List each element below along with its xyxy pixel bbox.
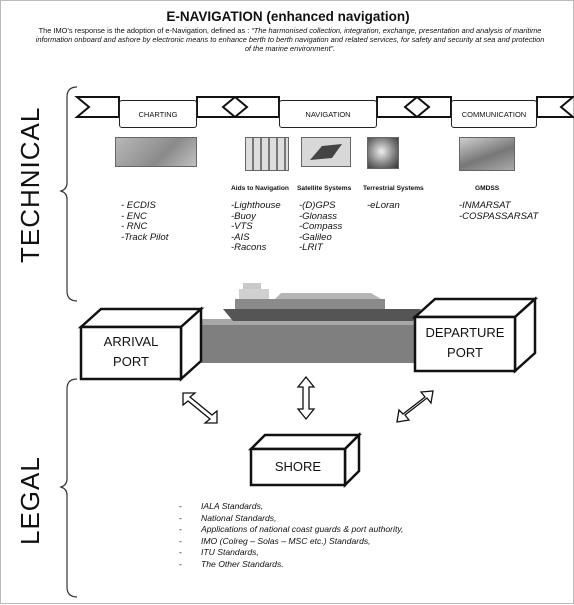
gmdss-list: -INMARSAT -COSPASSARSAT xyxy=(459,200,539,222)
navigation-ribbon xyxy=(232,96,420,118)
list-item: - RNC xyxy=(121,221,148,232)
list-item: -INMARSAT xyxy=(459,200,511,211)
legal-bracket xyxy=(59,378,78,598)
intro-text: The IMO’s response is the adoption of e-… xyxy=(35,26,545,53)
intro-quote: “The harmonised collection, integration,… xyxy=(35,26,545,53)
charting-list: - ECDIS - ENC - RNC -Track Pilot xyxy=(121,200,169,243)
diagram-title: E-NAVIGATION (enhanced navigation) xyxy=(166,9,410,24)
arrival-label-line2: PORT xyxy=(113,354,149,369)
column-heading-aids: Aids to Navigation xyxy=(231,185,289,192)
technical-label: TECHNICAL xyxy=(15,106,45,263)
list-item: - ECDIS xyxy=(121,200,156,211)
list-item: -Lighthouse xyxy=(231,200,281,211)
list-item: -COSPASSARSAT xyxy=(459,210,539,222)
gmdss-ship-image xyxy=(459,137,515,171)
navigation-banner: NAVIGATION xyxy=(279,100,377,128)
departure-box-shape xyxy=(411,296,539,374)
shore-label: SHORE xyxy=(274,459,322,474)
list-item: -VTS xyxy=(231,221,253,232)
terrestrial-list: -eLoran xyxy=(367,200,400,212)
ship-shore-arrow xyxy=(296,375,316,421)
standards-list: -IALA Standards, -National Standards, -A… xyxy=(179,501,403,570)
departure-port-label: DEPARTURE PORT xyxy=(415,323,515,363)
list-item: -Galileo xyxy=(299,231,332,243)
shore-box-shape xyxy=(247,431,363,489)
departure-label-line2: PORT xyxy=(447,345,483,360)
arrival-shore-arrow xyxy=(182,392,218,424)
list-item: -IALA Standards, xyxy=(179,501,264,511)
charting-ribbon xyxy=(74,96,238,118)
list-item: - ENC xyxy=(121,210,147,222)
list-item: -Compass xyxy=(299,221,343,232)
arrival-label-line1: ARRIVAL xyxy=(103,334,159,349)
list-item: -(D)GPS xyxy=(299,200,336,211)
sea-strip xyxy=(197,319,437,363)
charting-banner: CHARTING xyxy=(119,100,197,128)
list-item: -LRIT xyxy=(299,242,323,253)
list-item: -IMO (Colreg – Solas – MSC etc.) Standar… xyxy=(179,535,371,546)
legal-label: LEGAL xyxy=(15,456,45,545)
arrival-port-label: ARRIVAL PORT xyxy=(81,332,181,372)
arrival-box-shape xyxy=(77,306,205,382)
aids-list: -Lighthouse -Buoy -VTS -AIS -Racons xyxy=(231,200,281,254)
list-item: -The Other Standards. xyxy=(179,558,284,569)
list-item: -Track Pilot xyxy=(121,231,169,243)
list-item: -National Standards, xyxy=(179,512,277,523)
radar-dome-image xyxy=(367,137,399,169)
intro-lead: The IMO’s response is the adoption of e-… xyxy=(38,26,252,35)
communication-banner: COMMUNICATION xyxy=(451,100,537,128)
list-item: -eLoran xyxy=(367,200,400,211)
column-heading-terrestrial: Terrestrial Systems xyxy=(363,185,424,192)
column-heading-gmdss: GMDSS xyxy=(475,185,500,192)
column-heading-satellite: Satellite Systems xyxy=(297,185,352,192)
communication-ribbon xyxy=(414,96,574,118)
ship-image xyxy=(223,283,421,321)
departure-label-line1: DEPARTURE xyxy=(425,325,505,340)
list-item: -ITU Standards, xyxy=(179,547,259,557)
list-item: -AIS xyxy=(231,231,250,243)
aids-to-navigation-image xyxy=(245,137,289,171)
list-item: -Buoy xyxy=(231,210,256,222)
satellite-icon xyxy=(310,144,342,160)
nautical-chart-image xyxy=(115,137,197,167)
satellite-list: -(D)GPS -Glonass -Compass -Galileo -LRIT xyxy=(299,200,343,254)
technical-bracket xyxy=(59,86,78,302)
list-item: -Applications of national coast guards &… xyxy=(179,524,404,534)
departure-shore-arrow xyxy=(396,390,434,423)
list-item: -Racons xyxy=(231,242,267,253)
satellite-image xyxy=(301,137,351,167)
list-item: -Glonass xyxy=(299,210,338,222)
